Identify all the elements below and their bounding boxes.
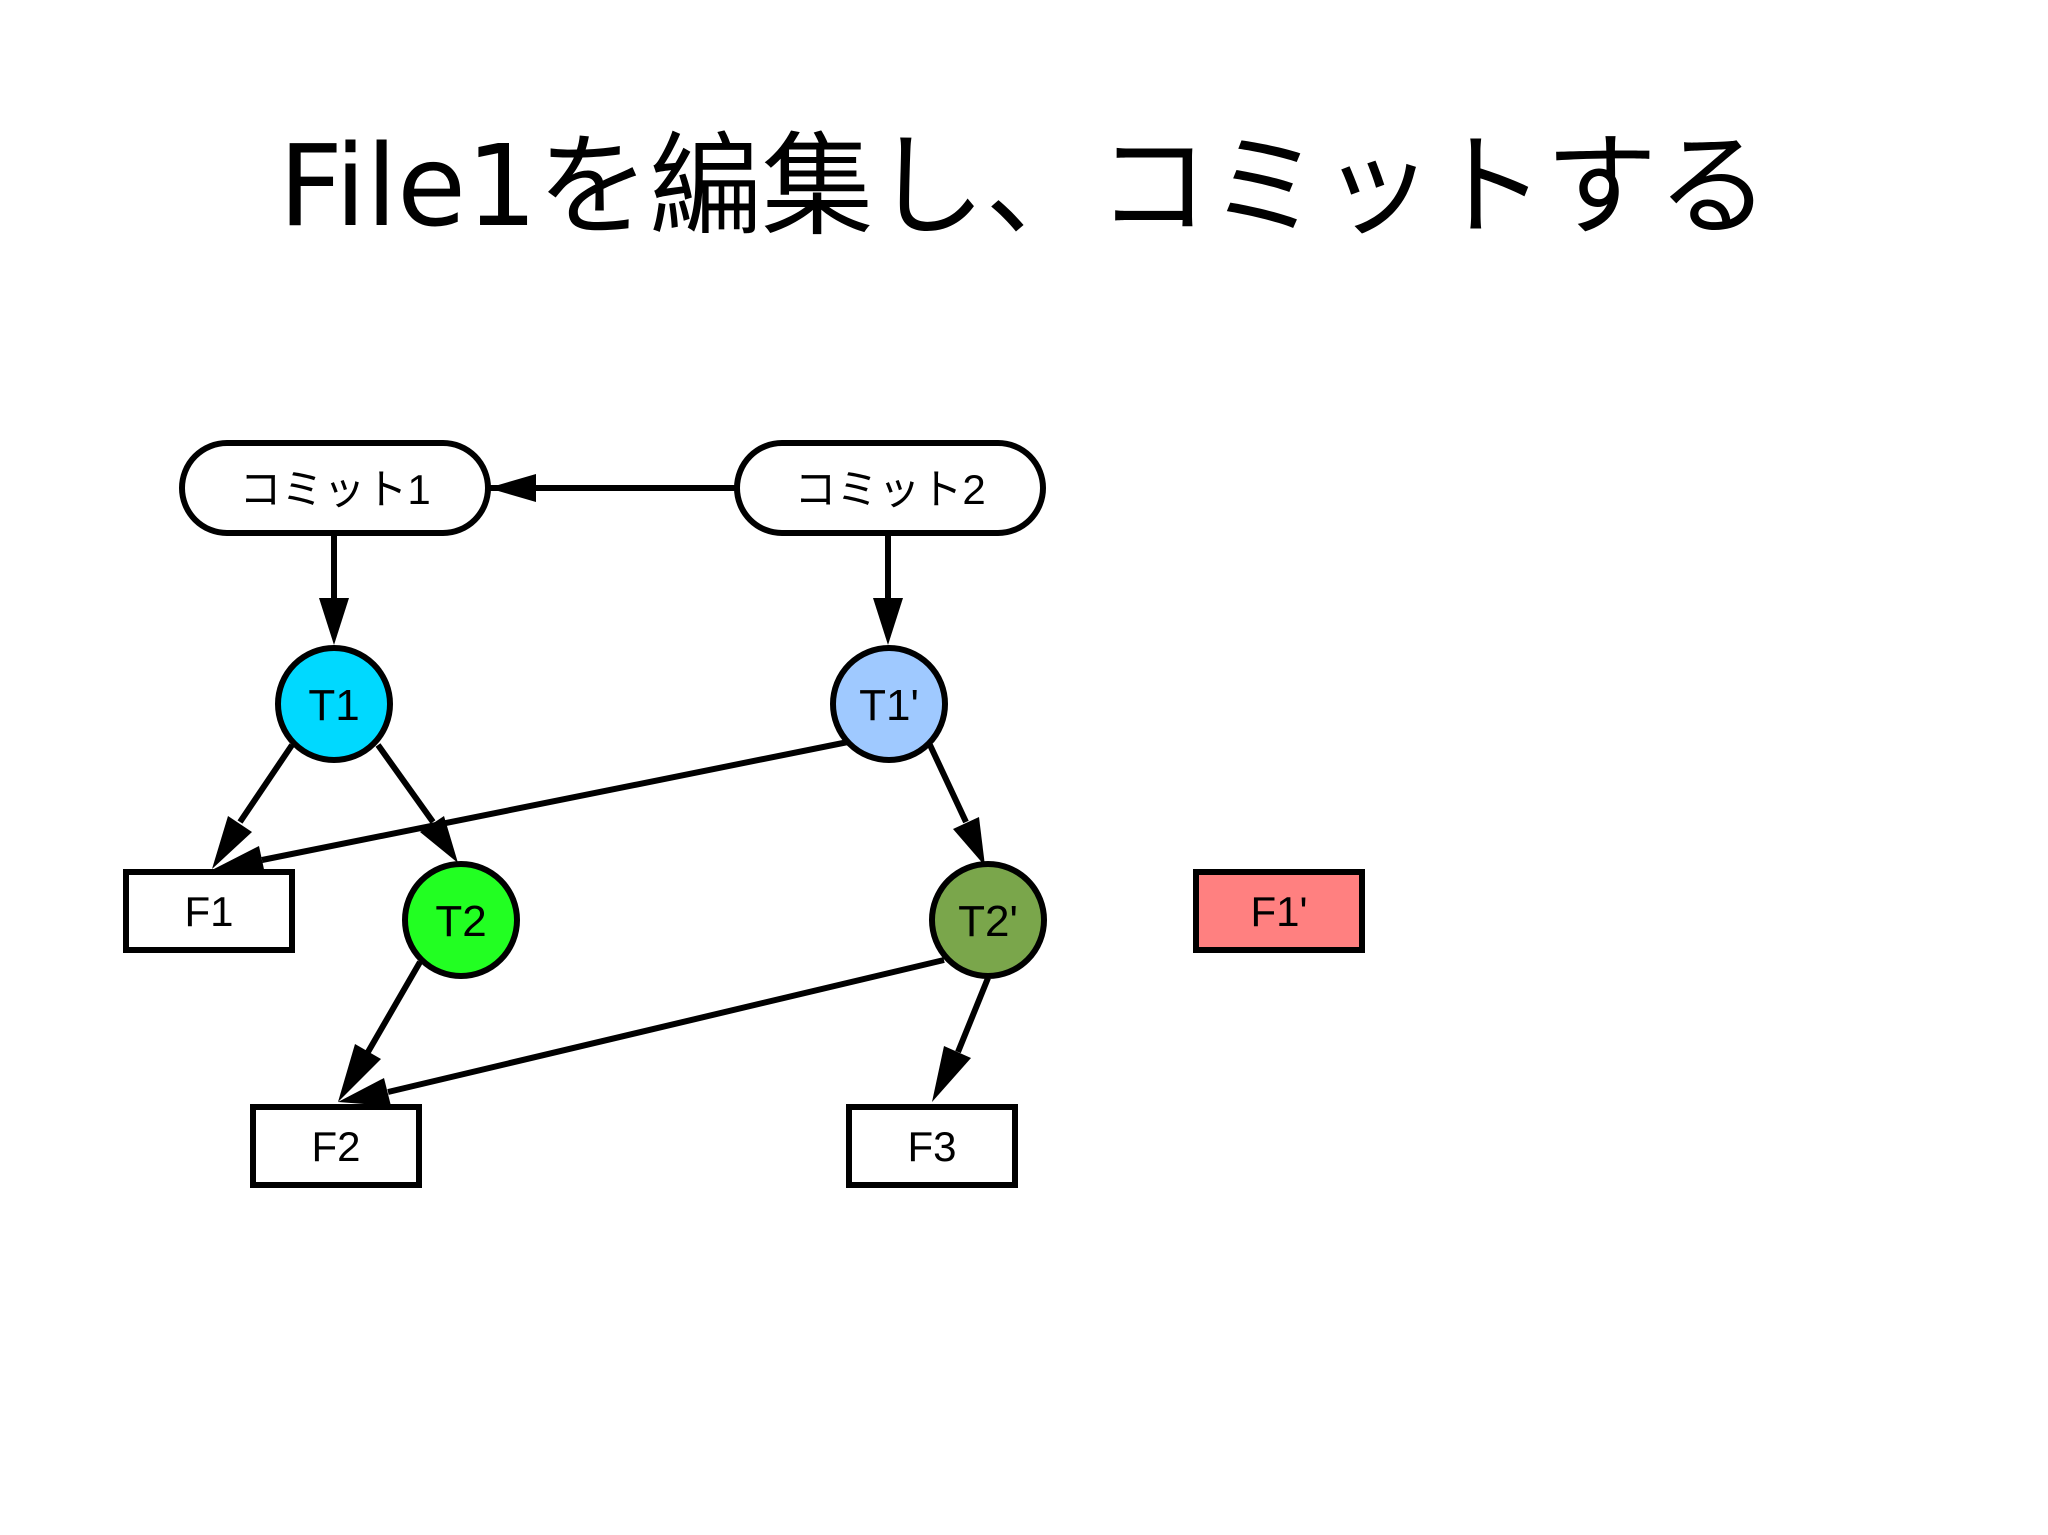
tree-node-t2-shape — [402, 861, 520, 979]
commit-node-1-shape — [179, 440, 491, 536]
tree-node-t1: T1 — [275, 645, 393, 763]
arrowhead-c2-to-c1 — [488, 474, 536, 502]
commit-node-2: コミット2 — [734, 440, 1046, 536]
file-node-f1-prime-label: F1' — [1250, 888, 1307, 935]
tree-node-t1-prime-label: T1' — [859, 681, 919, 730]
file-node-f2: F2 — [250, 1104, 422, 1188]
file-node-f3: F3 — [846, 1104, 1018, 1188]
arrowhead-c2-to-t1p — [873, 598, 903, 645]
tree-node-t2: T2 — [402, 861, 520, 979]
edges-layer — [212, 474, 991, 1106]
edge-t1-to-t2 — [375, 743, 436, 824]
arrowhead-t1-to-f1 — [212, 816, 252, 869]
arrowhead-c1-to-t1 — [319, 598, 349, 645]
edge-t2-to-f2 — [365, 960, 423, 1054]
tree-node-t2-prime: T2' — [929, 861, 1047, 979]
tree-node-t2-prime-label: T2' — [958, 897, 1018, 946]
file-node-f1-prime: F1' — [1193, 869, 1365, 953]
tree-node-t1-prime: T1' — [830, 645, 948, 763]
file-node-f1-label: F1 — [184, 888, 233, 935]
slide-title: File1を編集し、コミットする — [278, 122, 1770, 252]
edge-t1p-to-t2p — [927, 743, 969, 824]
edge-t2p-to-f2 — [387, 957, 945, 1095]
commit-node-1: コミット1 — [179, 440, 491, 536]
file-node-f2-label: F2 — [311, 1123, 360, 1170]
arrowhead-t2p-to-f3 — [932, 1046, 971, 1102]
arrowhead-t2-to-f2 — [338, 1044, 381, 1102]
file-node-f1-shape — [123, 869, 295, 953]
tree-node-t2-prime-shape — [929, 861, 1047, 979]
arrowhead-t2p-to-f2 — [338, 1078, 391, 1106]
arrowhead-t1p-to-f1 — [212, 846, 265, 874]
file-node-f1: F1 — [123, 869, 295, 953]
commit-node-1-label: コミット1 — [239, 466, 430, 513]
file-node-f3-shape — [846, 1104, 1018, 1188]
edge-t1p-to-f1 — [261, 739, 849, 863]
edge-t2p-to-f3 — [955, 976, 991, 1054]
file-node-f3-label: F3 — [907, 1123, 956, 1170]
edge-t1-to-f1 — [237, 743, 295, 824]
commit-node-2-shape — [734, 440, 1046, 536]
arrowhead-t1p-to-t2p — [953, 817, 985, 866]
commit-node-2-label: コミット2 — [794, 466, 985, 513]
tree-node-t2-label: T2 — [435, 897, 486, 946]
tree-node-t1-prime-shape — [830, 645, 948, 763]
tree-node-t1-shape — [275, 645, 393, 763]
tree-node-t1-label: T1 — [308, 681, 359, 730]
file-node-f2-shape — [250, 1104, 422, 1188]
file-node-f1-prime-shape — [1193, 869, 1365, 953]
